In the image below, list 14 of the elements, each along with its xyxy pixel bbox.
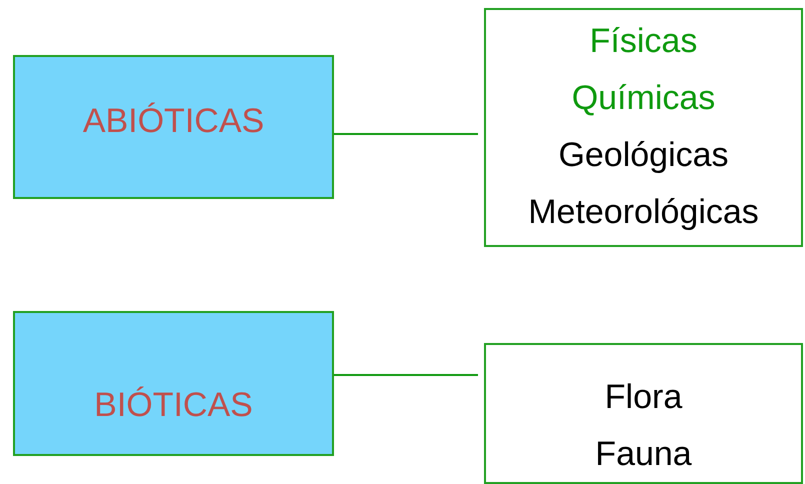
connector-line (334, 374, 478, 376)
list-item: Físicas (590, 21, 698, 62)
list-box (484, 8, 803, 247)
list-item: Fauna (595, 434, 692, 475)
list-box (484, 343, 803, 484)
list-item: Flora (604, 377, 682, 418)
category-box (13, 311, 334, 456)
list-item: Meteorológicas (528, 192, 759, 233)
category-box (13, 55, 334, 199)
list-item: Químicas (572, 78, 716, 119)
connector-line (334, 133, 478, 135)
list-item: Geológicas (558, 135, 729, 176)
category-label: ABIÓTICAS (82, 101, 264, 142)
category-label: BIÓTICAS (94, 385, 253, 426)
